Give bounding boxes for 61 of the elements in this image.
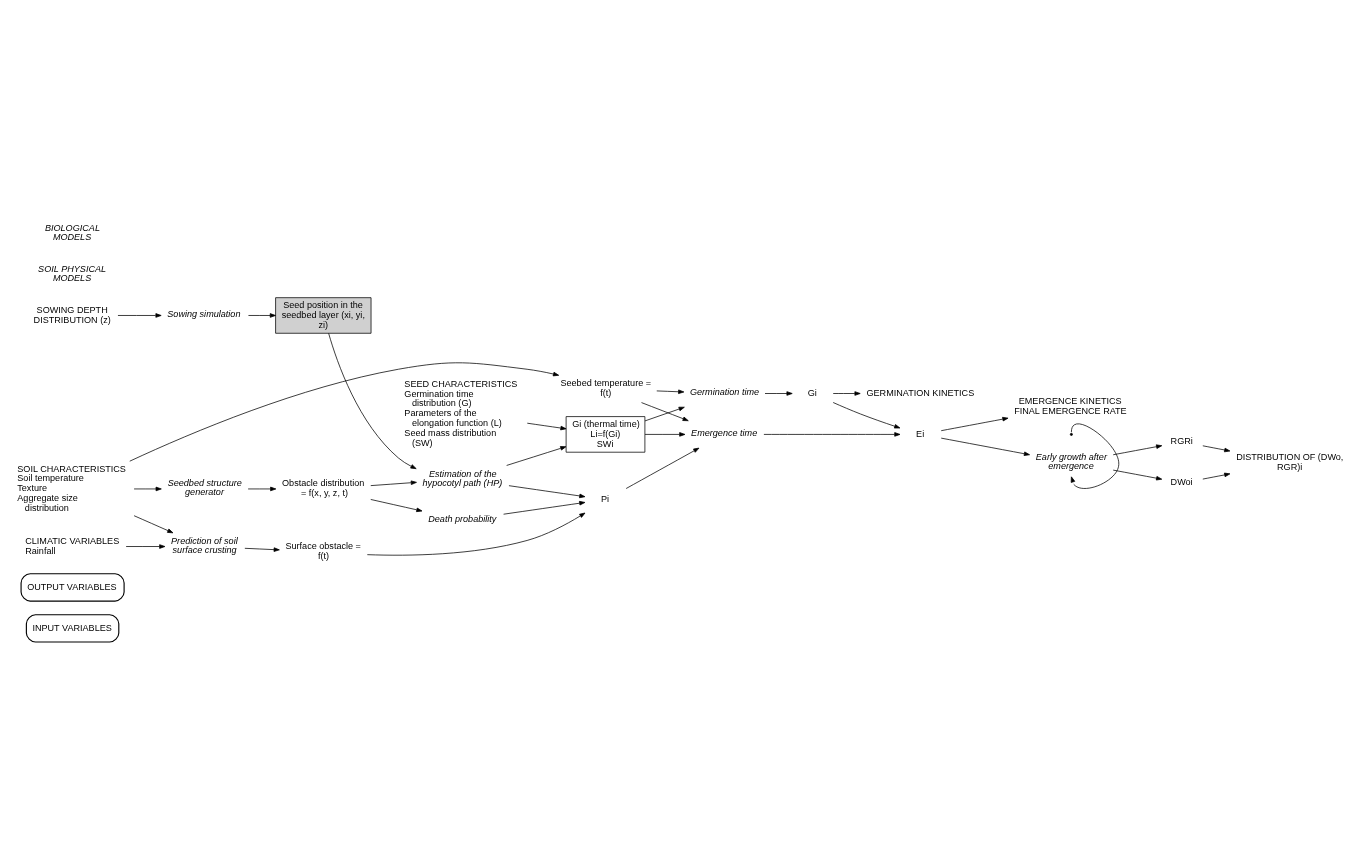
node-text: DWoi (1170, 476, 1193, 487)
arrow (656, 389, 685, 394)
node-text: GERMINATION KINETICS (866, 387, 975, 398)
arrow (125, 543, 166, 549)
node-box: Gi (thermal time) Li=f(Gi) SWi (565, 415, 646, 453)
arrow (644, 431, 686, 437)
label: SOIL PHYSICAL MODELS (38, 263, 107, 283)
arrow (248, 312, 276, 318)
arrow (1112, 469, 1163, 480)
node-text: Emergence time (691, 427, 758, 438)
arrow (832, 390, 861, 396)
node-box: Seed position in the seedbed layer (xi, yi, zi) (275, 296, 372, 334)
arrow (129, 361, 560, 462)
node-text: Sowing simulation (167, 308, 241, 319)
arrow (508, 484, 586, 498)
node-text: SOIL CHARACTERISTICS Soil temperature Texture Aggregate size distribution (17, 463, 126, 513)
node-text: Prediction of soil surface crusting (171, 535, 238, 555)
arrow (526, 422, 567, 430)
arrow (940, 437, 1030, 456)
node-text: EMERGENCE KINETICS FINAL EMERGENCE RATE (1014, 395, 1127, 416)
node-text: Seedbed structure generator (167, 477, 242, 497)
node-box: INPUT VARIABLES (25, 613, 120, 643)
node-text: Pi (600, 493, 610, 504)
arrow (366, 512, 586, 556)
node-text: Death probability (428, 513, 497, 524)
arrow (133, 514, 174, 533)
node-text: Ei (916, 428, 925, 439)
arrow (506, 445, 567, 466)
arrow (832, 401, 901, 428)
arrow (764, 390, 793, 396)
node-text: Seebed temperature = f(t) (560, 377, 652, 398)
node-text: Early growth after emergence (1035, 451, 1107, 471)
node-text: Surface obstacle = f(t) (285, 540, 361, 561)
arrow (503, 500, 586, 515)
arrow (370, 498, 423, 512)
arrow (133, 486, 162, 491)
arrow (763, 431, 901, 437)
arrow (625, 447, 700, 489)
node-box: OUTPUT VARIABLES (20, 572, 125, 602)
arrow (117, 312, 162, 318)
node-text: RGRi (1170, 435, 1193, 446)
arrow (1202, 444, 1231, 452)
node-text: Estimation of the hypocotyl path (HP) (422, 468, 503, 488)
label: BIOLOGICAL MODELS (44, 222, 100, 242)
arrow (641, 401, 689, 421)
node-text: SEED CHARACTERISTICS Germination time distribution (G) Parameters of the elongation function (L) Seed mass distribution (SW) (404, 378, 518, 448)
node-text: Germination time (689, 386, 760, 397)
arrow (1070, 423, 1120, 489)
node-text: SOWING DEPTH DISTRIBUTION (z) (33, 304, 111, 325)
node-text: Obstacle distribution = f(x, y, z, t) (282, 477, 365, 498)
arrow (1202, 472, 1231, 479)
arrow (370, 480, 417, 486)
arrow (244, 546, 280, 552)
node-text: CLIMATIC VARIABLES Rainfall (25, 535, 120, 556)
node-text: Gi (807, 387, 817, 398)
node-text: DISTRIBUTION OF (DWo, RGR)i (1236, 451, 1344, 472)
arrow (1112, 443, 1163, 455)
arrow (940, 416, 1009, 431)
arrow (247, 486, 277, 491)
arrow (328, 332, 417, 469)
arrow (644, 406, 685, 421)
